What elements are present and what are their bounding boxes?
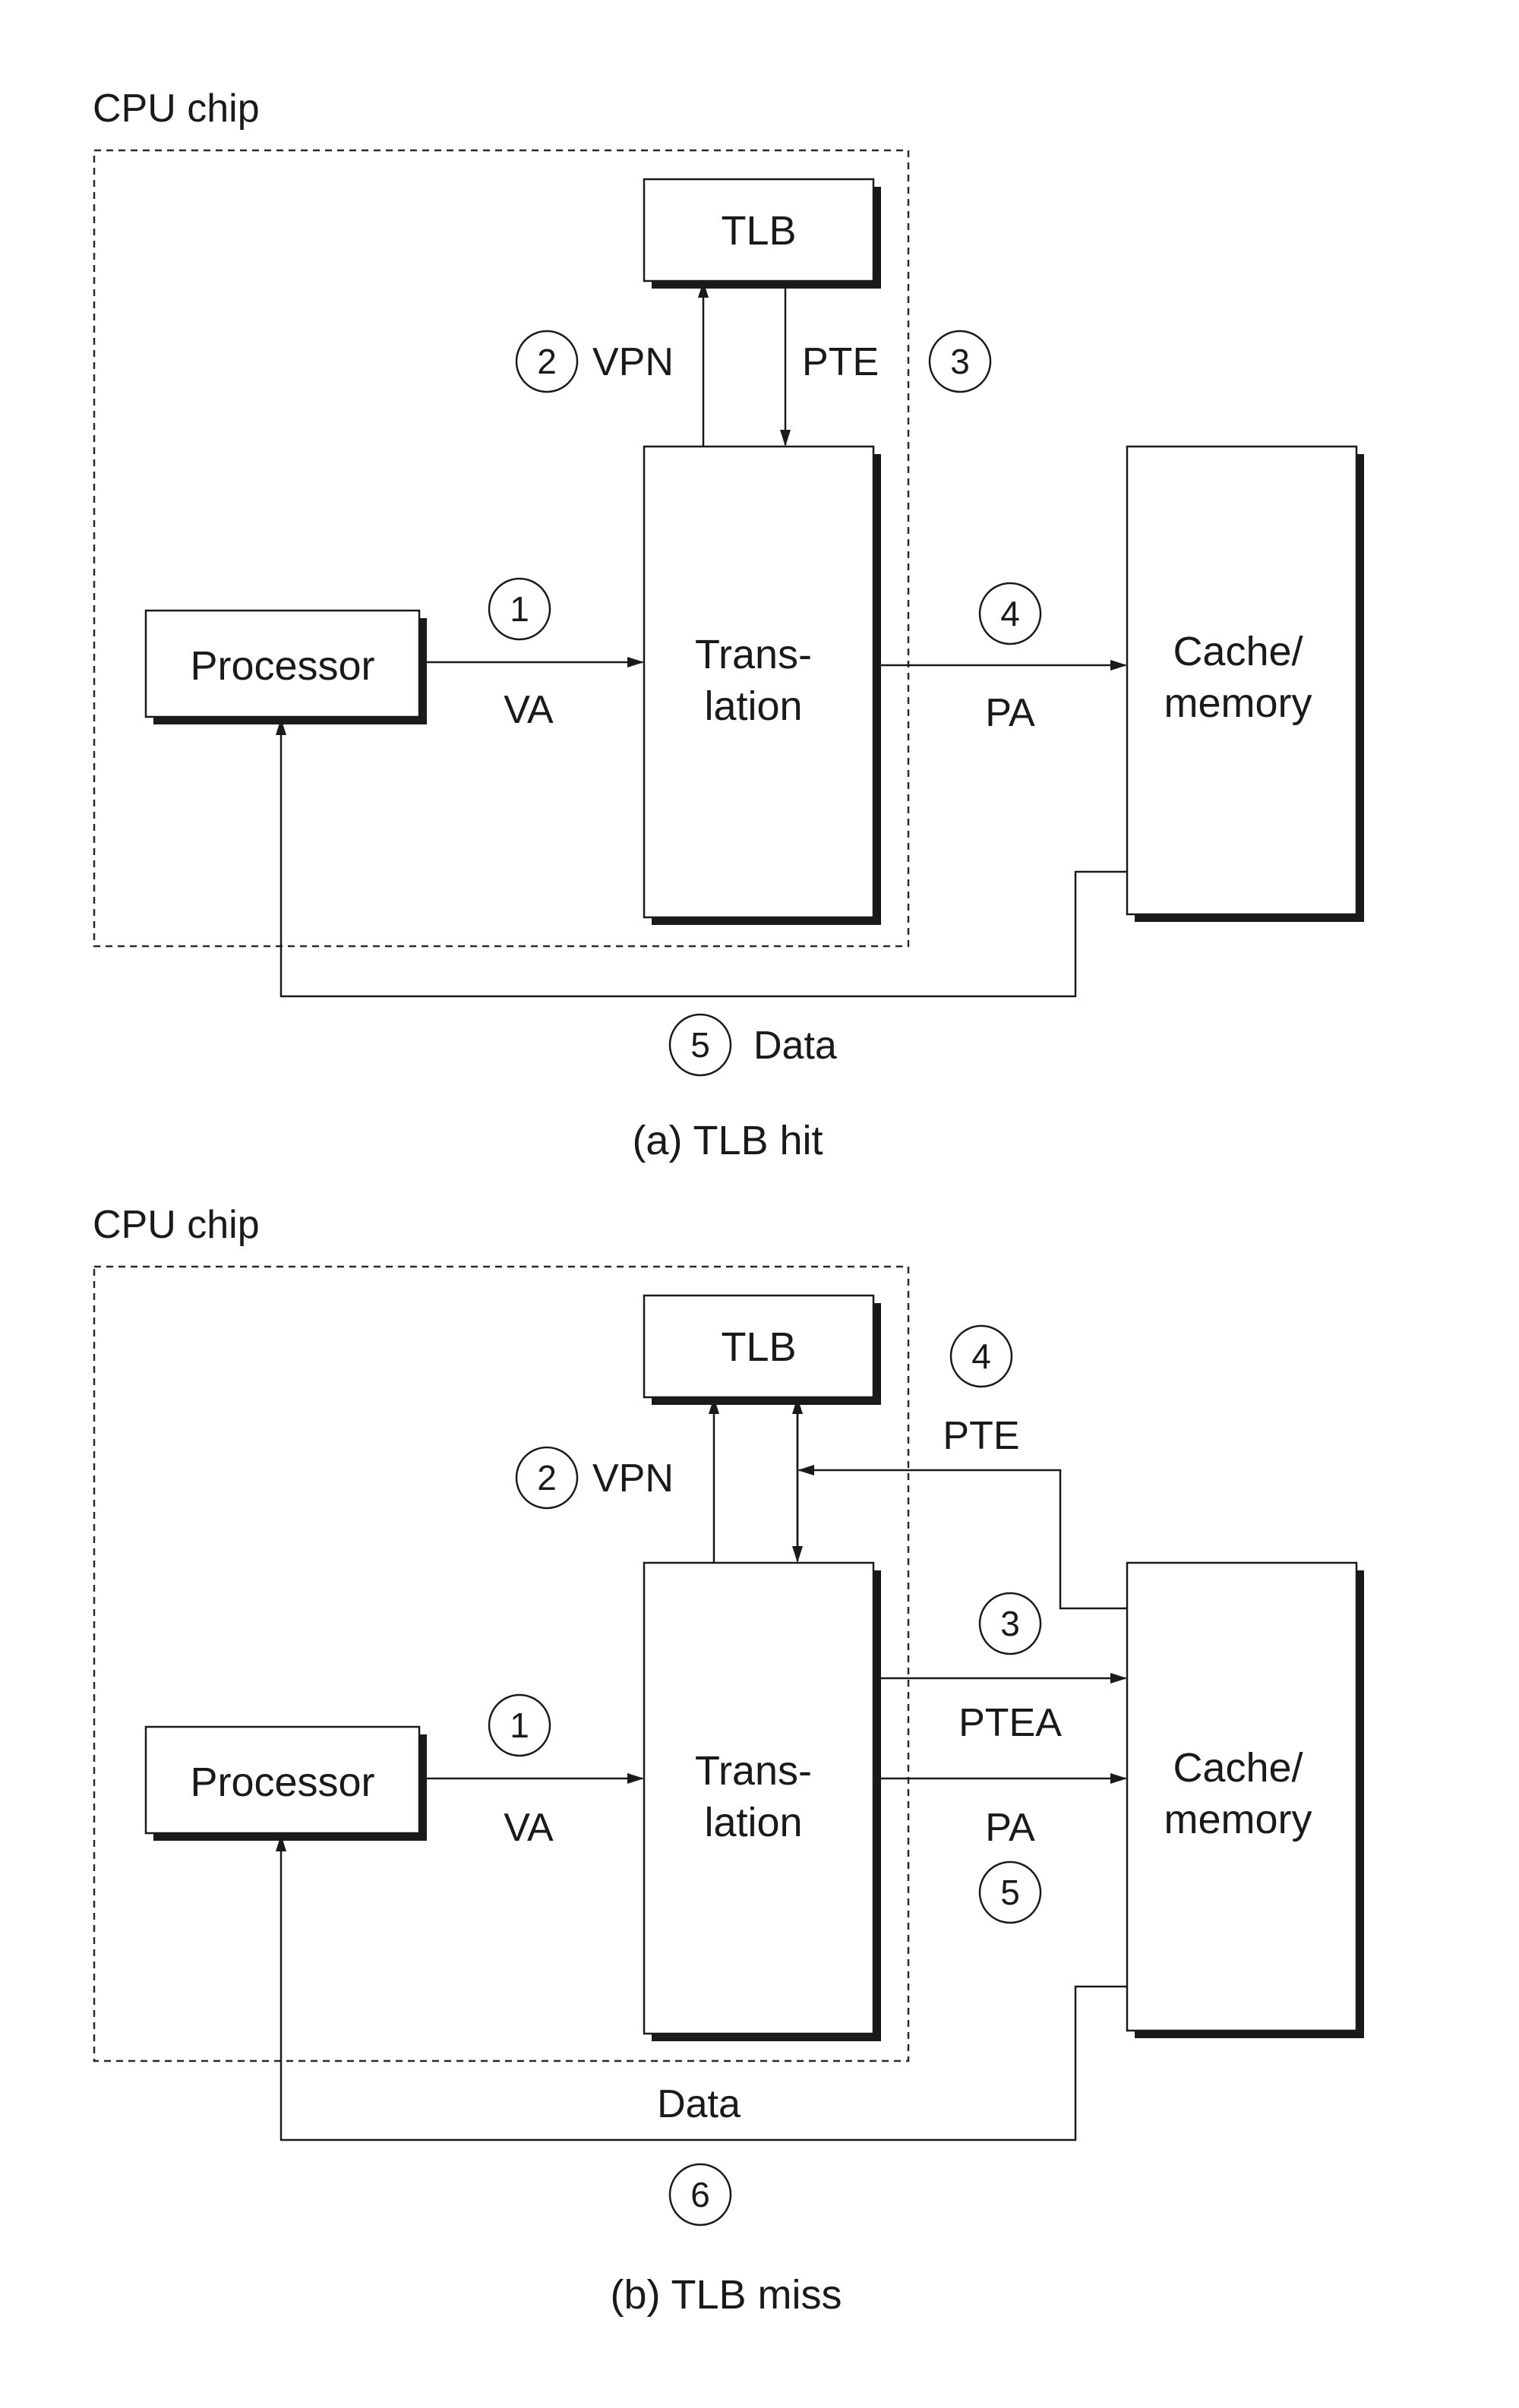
step-circle-pte bbox=[928, 330, 992, 393]
step-number-pa: 5 bbox=[1000, 1873, 1020, 1912]
step-number-pte: 3 bbox=[950, 342, 970, 381]
pte-label: PTE bbox=[802, 340, 879, 384]
data-label: Data bbox=[753, 1024, 837, 1068]
pte-arrow bbox=[797, 1465, 1127, 1610]
tlb-box: TLB bbox=[643, 178, 881, 289]
step-number-vpn: 2 bbox=[537, 1458, 557, 1498]
tlb-label: TLB bbox=[721, 1324, 796, 1370]
processor-label: Processor bbox=[190, 1759, 374, 1805]
cpu-chip-boundary bbox=[93, 1265, 910, 2062]
processor-box: Processor bbox=[144, 1725, 427, 1841]
step-number-va: 1 bbox=[510, 589, 529, 629]
step-circle-va bbox=[488, 577, 551, 641]
step-circle-pte bbox=[949, 1324, 1013, 1388]
cache-label-line2: memory bbox=[1164, 680, 1312, 726]
pa-label: PA bbox=[985, 1806, 1035, 1850]
va-label: VA bbox=[504, 688, 554, 732]
step-circle-vpn bbox=[515, 330, 579, 393]
step-number-pa: 4 bbox=[1000, 594, 1020, 633]
data-label: Data bbox=[657, 2082, 741, 2126]
step-number-data: 6 bbox=[690, 2175, 710, 2214]
tlb-box: TLB bbox=[643, 1294, 881, 1405]
translation-box: Trans- lation bbox=[643, 445, 881, 925]
step-circle-data bbox=[668, 1013, 732, 1077]
panel-caption: (a) TLB hit bbox=[632, 1118, 823, 1163]
tlb-label: TLB bbox=[721, 208, 796, 254]
va-label: VA bbox=[504, 1806, 554, 1850]
pa-label: PA bbox=[985, 691, 1035, 735]
vpn-label: VPN bbox=[592, 1456, 674, 1501]
pte-label: PTE bbox=[943, 1414, 1019, 1458]
step-number-pte: 4 bbox=[971, 1337, 991, 1376]
step-number-data: 5 bbox=[690, 1025, 710, 1065]
data-return-arrow bbox=[276, 718, 1127, 998]
vpn-label: VPN bbox=[592, 340, 674, 384]
ptea-label: PTEA bbox=[958, 1701, 1062, 1745]
step-number-va: 1 bbox=[510, 1706, 529, 1745]
step-number-vpn: 2 bbox=[537, 342, 557, 381]
step-circle-vpn bbox=[515, 1446, 579, 1510]
translation-label-line2: lation bbox=[704, 683, 802, 729]
data-return-arrow bbox=[276, 1835, 1127, 2141]
processor-label: Processor bbox=[190, 643, 374, 689]
translation-box: Trans- lation bbox=[643, 1561, 881, 2041]
cache-label-line2: memory bbox=[1164, 1797, 1312, 1842]
step-circle-pa bbox=[978, 582, 1042, 645]
translation-label-line1: Trans- bbox=[695, 1748, 812, 1794]
panel-tlb-miss: CPU chip TLB Trans- lation Processor Cac… bbox=[93, 1203, 1364, 2318]
panel-tlb-hit: CPU chip TLB Trans- lation Processor Cac… bbox=[93, 87, 1364, 1163]
cache-memory-box: Cache/ memory bbox=[1126, 1561, 1364, 2038]
step-circle-pa bbox=[978, 1860, 1042, 1924]
step-circle-va bbox=[488, 1693, 551, 1757]
cpu-chip-label: CPU chip bbox=[93, 87, 260, 131]
step-circle-data bbox=[668, 2163, 732, 2227]
cache-label-line1: Cache/ bbox=[1173, 629, 1303, 674]
cpu-chip-label: CPU chip bbox=[93, 1203, 260, 1247]
processor-box: Processor bbox=[144, 609, 427, 724]
step-circle-ptea bbox=[978, 1592, 1042, 1655]
cache-label-line1: Cache/ bbox=[1173, 1745, 1303, 1791]
panel-caption: (b) TLB miss bbox=[610, 2272, 842, 2318]
cpu-chip-boundary bbox=[93, 149, 910, 948]
step-number-ptea: 3 bbox=[1000, 1604, 1020, 1643]
cache-memory-box: Cache/ memory bbox=[1126, 445, 1364, 922]
translation-label-line1: Trans- bbox=[695, 632, 812, 677]
translation-label-line2: lation bbox=[704, 1800, 802, 1845]
